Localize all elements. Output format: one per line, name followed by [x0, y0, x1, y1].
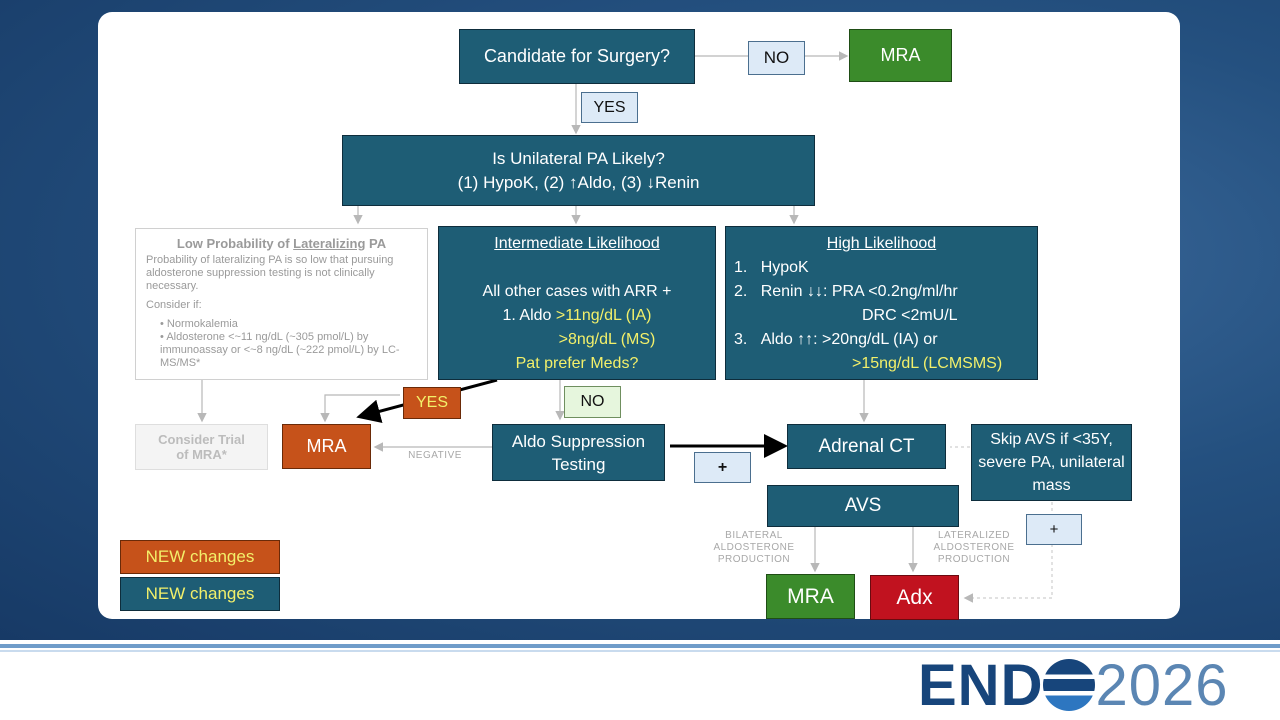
- logo-endo-text: END: [918, 652, 1044, 718]
- intermediate-title: Intermediate Likelihood: [494, 235, 660, 252]
- intermediate-line3: >8ng/dL (MS): [558, 331, 656, 348]
- footer-divider: [0, 644, 1280, 648]
- legend-teal: NEW changes: [120, 577, 280, 611]
- intermediate-line2: 1. Aldo >11ng/dL (IA): [502, 307, 652, 324]
- aldo-suppression-box: Aldo Suppression Testing: [492, 424, 665, 481]
- yes-label-top: YES: [581, 92, 638, 123]
- adrenal-ct-box: Adrenal CT: [787, 424, 946, 469]
- intermediate-box: Intermediate Likelihood All other cases …: [438, 226, 716, 380]
- lateralized-label: LATERALIZED ALDOSTERONE PRODUCTION: [933, 530, 1015, 565]
- low-bullet1: • Normokalemia: [160, 318, 238, 330]
- bilateral-label: BILATERAL ALDOSTERONE PRODUCTION: [713, 530, 795, 565]
- intermediate-line1: All other cases with ARR +: [482, 283, 672, 300]
- low-consider: Consider if:: [146, 299, 202, 311]
- candidate-surgery-box: Candidate for Surgery?: [459, 29, 695, 84]
- mra-top-box: MRA: [849, 29, 952, 82]
- avs-box: AVS: [767, 485, 959, 527]
- endo-logo: END 2026: [918, 652, 1268, 718]
- unilateral-line2: (1) HypoK, (2) ↑Aldo, (3) ↓Renin: [457, 172, 700, 192]
- low-title: Low Probability of Lateralizing PA: [176, 236, 387, 251]
- high-item2b: DRC <2mU/L: [862, 307, 958, 324]
- no-label-top: NO: [748, 41, 805, 75]
- legend-orange: NEW changes: [120, 540, 280, 574]
- high-item3b: >15ng/dL (LCMSMS): [852, 355, 1003, 372]
- high-likelihood-box: High Likelihood 1. HypoK 2. Renin ↓↓: PR…: [725, 226, 1038, 380]
- adx-box: Adx: [870, 575, 959, 620]
- footer-divider-light: [0, 650, 1280, 652]
- unilateral-pa-box: Is Unilateral PA Likely? (1) HypoK, (2) …: [342, 135, 815, 206]
- high-item3: 3. Aldo ↑↑: >20ng/dL (IA) or: [734, 331, 938, 348]
- high-title: High Likelihood: [826, 235, 937, 252]
- consider-trial-box: Consider Trial of MRA*: [135, 424, 268, 470]
- logo-year-text: 2026: [1095, 652, 1229, 718]
- high-item1: 1. HypoK: [734, 259, 809, 276]
- low-probability-box: Low Probability of Lateralizing PA Proba…: [135, 228, 428, 380]
- skip-avs-box: Skip AVS if <35Y, severe PA, unilateral …: [971, 424, 1132, 501]
- mra-bottom-box: MRA: [766, 574, 855, 619]
- mra-mid-box: MRA: [282, 424, 371, 469]
- globe-icon: [1043, 659, 1096, 711]
- yes-branch-label: YES: [403, 387, 461, 419]
- negative-label: NEGATIVE: [408, 450, 462, 461]
- no-branch-label: NO: [564, 386, 621, 418]
- low-bullet2: • Aldosterone <~11 ng/dL (~305 pmol/L) b…: [160, 331, 400, 369]
- plus-label-1: +: [694, 452, 751, 483]
- low-body: Probability of lateralizing PA is so low…: [146, 254, 394, 292]
- intermediate-line4: Pat prefer Meds?: [515, 355, 639, 372]
- high-item2: 2. Renin ↓↓: PRA <0.2ng/ml/hr: [734, 283, 958, 300]
- plus-label-2: +: [1026, 514, 1082, 545]
- unilateral-line1: Is Unilateral PA Likely?: [492, 148, 665, 168]
